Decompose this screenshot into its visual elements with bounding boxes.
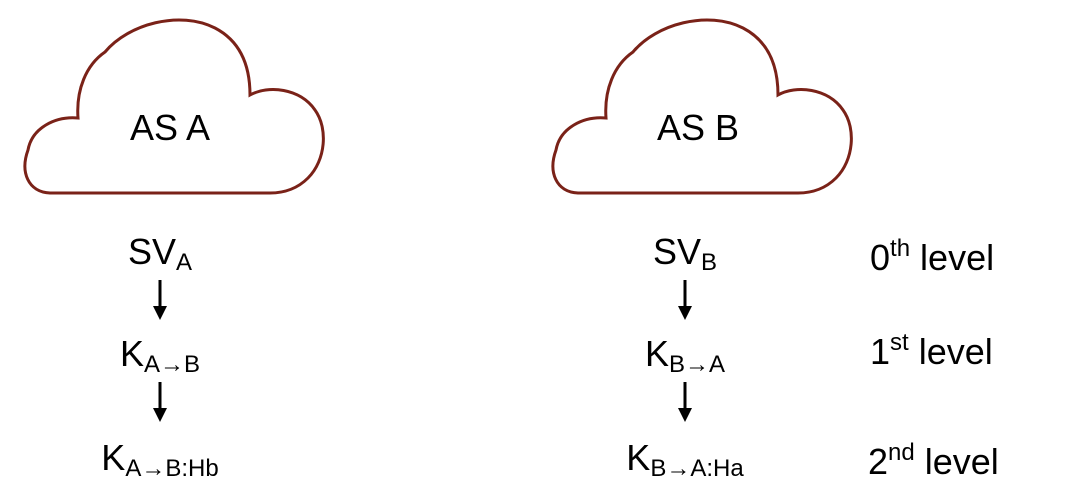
level-1-sup: st — [890, 329, 909, 356]
k-b-a-ha-node: KB→A:Ha — [565, 436, 805, 482]
k-b-a-node: KB→A — [585, 332, 785, 378]
level-1-num: 1 — [870, 331, 891, 372]
sv-a-subscript: A — [176, 249, 193, 276]
level-0-label: 0th level — [870, 236, 994, 280]
level-2-text: level — [914, 441, 999, 482]
level-0-num: 0 — [870, 237, 891, 278]
cloud-as-a: AS A — [10, 0, 330, 200]
arrow-down-icon — [153, 382, 167, 422]
level-0-text: level — [910, 237, 995, 278]
level-2-label: 2nd level — [868, 440, 999, 484]
level-1-text: level — [908, 331, 993, 372]
sv-a-node: SVA — [60, 230, 260, 276]
cloud-b-shape — [551, 18, 853, 195]
k-a-b-main: K — [119, 333, 144, 374]
cloud-a-label: AS A — [129, 107, 211, 148]
sv-a-main: SV — [127, 231, 176, 272]
k-a-b-hb-node: KA→B:Hb — [40, 436, 280, 482]
k-b-a-main: K — [644, 333, 669, 374]
k-a-b-hb-main: K — [101, 437, 126, 478]
sv-b-main: SV — [652, 231, 701, 272]
k-a-b-hb-subscript: A→B:Hb — [125, 455, 219, 482]
arrow-down-icon — [678, 280, 692, 320]
cloud-as-b: AS B — [538, 0, 858, 200]
sv-b-subscript: B — [701, 249, 718, 276]
k-b-a-subscript: B→A — [669, 351, 726, 378]
sv-b-node: SVB — [585, 230, 785, 276]
level-2-num: 2 — [868, 441, 889, 482]
level-1-label: 1st level — [870, 330, 993, 374]
arrow-down-icon — [153, 280, 167, 320]
cloud-b-label: AS B — [656, 107, 740, 148]
k-b-a-ha-subscript: B→A:Ha — [650, 455, 744, 482]
arrow-down-icon — [678, 382, 692, 422]
k-a-b-subscript: A→B — [144, 351, 201, 378]
k-a-b-node: KA→B — [60, 332, 260, 378]
level-0-sup: th — [890, 235, 911, 262]
level-2-sup: nd — [888, 439, 915, 466]
k-b-a-ha-main: K — [626, 437, 651, 478]
cloud-a-shape — [23, 18, 325, 195]
